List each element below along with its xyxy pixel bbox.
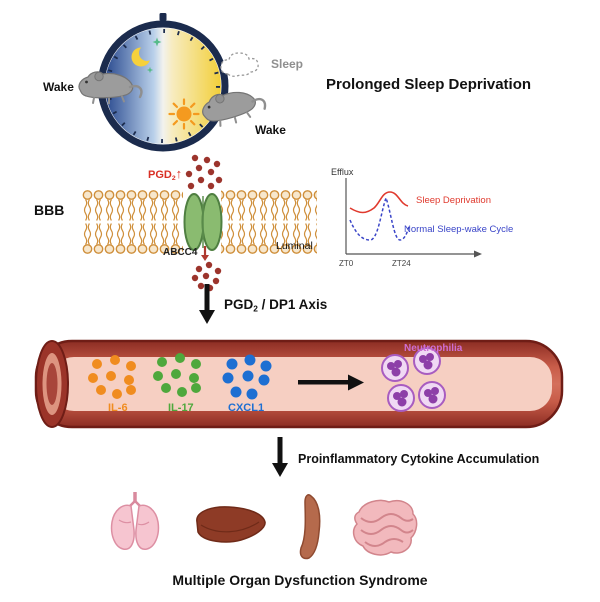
abcc4-label: ABCC4 (163, 247, 198, 258)
zt0-tick: ZT0 (339, 259, 354, 268)
figure-title: Prolonged Sleep Deprivation (326, 76, 532, 93)
pgd2-efflux-below (191, 246, 222, 292)
il17-dots (153, 353, 201, 397)
organs-row (110, 492, 418, 560)
zt24-tick: ZT24 (392, 259, 411, 268)
bbb-membrane (82, 190, 317, 254)
neutrophil-cell (413, 347, 441, 375)
down-arrow-icon (199, 284, 215, 324)
wake-left-label: Wake (43, 80, 74, 94)
lipid-leaflet-top-right (221, 190, 317, 221)
abcc4-transporter (183, 193, 223, 251)
cxcl1-dots (222, 354, 272, 400)
sun-icon (168, 98, 200, 130)
vessel-opening (35, 340, 69, 428)
axis-rest: / DP1 Axis (257, 297, 328, 312)
axis-base: PGD (224, 297, 254, 312)
lipid-leaflet-bottom (82, 223, 317, 254)
moon-icon (131, 47, 151, 67)
bbb-label: BBB (34, 202, 65, 218)
normal-cycle-curve (349, 195, 410, 241)
sleep-deprivation-curve (349, 191, 409, 214)
efflux-chart: Efflux Sleep Deprivation Normal Sleep-wa… (331, 167, 513, 268)
neutrophils (381, 347, 446, 412)
neutrophil-cell (418, 381, 446, 409)
down-arrow-icon (272, 437, 288, 477)
normal-cycle-series-label: Normal Sleep-wake Cycle (404, 224, 513, 235)
pgd2-dp1-axis-label: PGD2 / DP1 Axis (224, 297, 327, 313)
axis-subscript: 2 (253, 303, 258, 314)
wake-right-label: Wake (255, 123, 286, 137)
il17-label: IL-17 (168, 402, 194, 414)
down-arrow-red-icon (201, 246, 209, 261)
sleep-cloud-icon (220, 52, 259, 77)
circadian-clock-illustration (77, 13, 269, 152)
liver-icon (196, 506, 266, 543)
lipid-leaflet-top-left (82, 190, 183, 221)
neutrophil-cell (381, 354, 409, 382)
stars-icon (146, 37, 162, 74)
up-arrow-icon: ↑ (175, 166, 183, 181)
clock-crown (159, 13, 167, 21)
lungs-icon (110, 492, 160, 550)
sleep-deprivation-series-label: Sleep Deprivation (416, 195, 491, 206)
il6-label: IL-6 (108, 402, 128, 414)
right-arrow-icon (298, 374, 364, 391)
neutrophil-cell (387, 384, 415, 412)
pgd2-subscript: 2 (171, 174, 176, 182)
pgd2-base: PGD (148, 169, 172, 181)
pgd2-label: PGD2↑ (148, 166, 182, 182)
neutrophilia-label: Neutrophilia (404, 343, 463, 354)
clock-ticks (106, 29, 220, 143)
luminal-label: Luminal (276, 240, 313, 252)
il6-dots (88, 355, 136, 399)
cxcl1-label: CXCL1 (228, 402, 264, 414)
sleep-label: Sleep (271, 57, 304, 71)
blood-vessel: IL-6 IL-17 CXCL1 (34, 339, 564, 429)
efflux-axis-label: Efflux (331, 167, 354, 177)
intestines-icon (352, 499, 418, 556)
pgd2-molecules-above (185, 154, 223, 190)
modys-label: Multiple Organ Dysfunction Syndrome (172, 572, 428, 588)
spleen-icon (299, 494, 321, 560)
cytokine-accumulation-label: Proinflammatory Cytokine Accumulation (298, 452, 540, 466)
x-axis-arrow-icon (474, 250, 482, 258)
